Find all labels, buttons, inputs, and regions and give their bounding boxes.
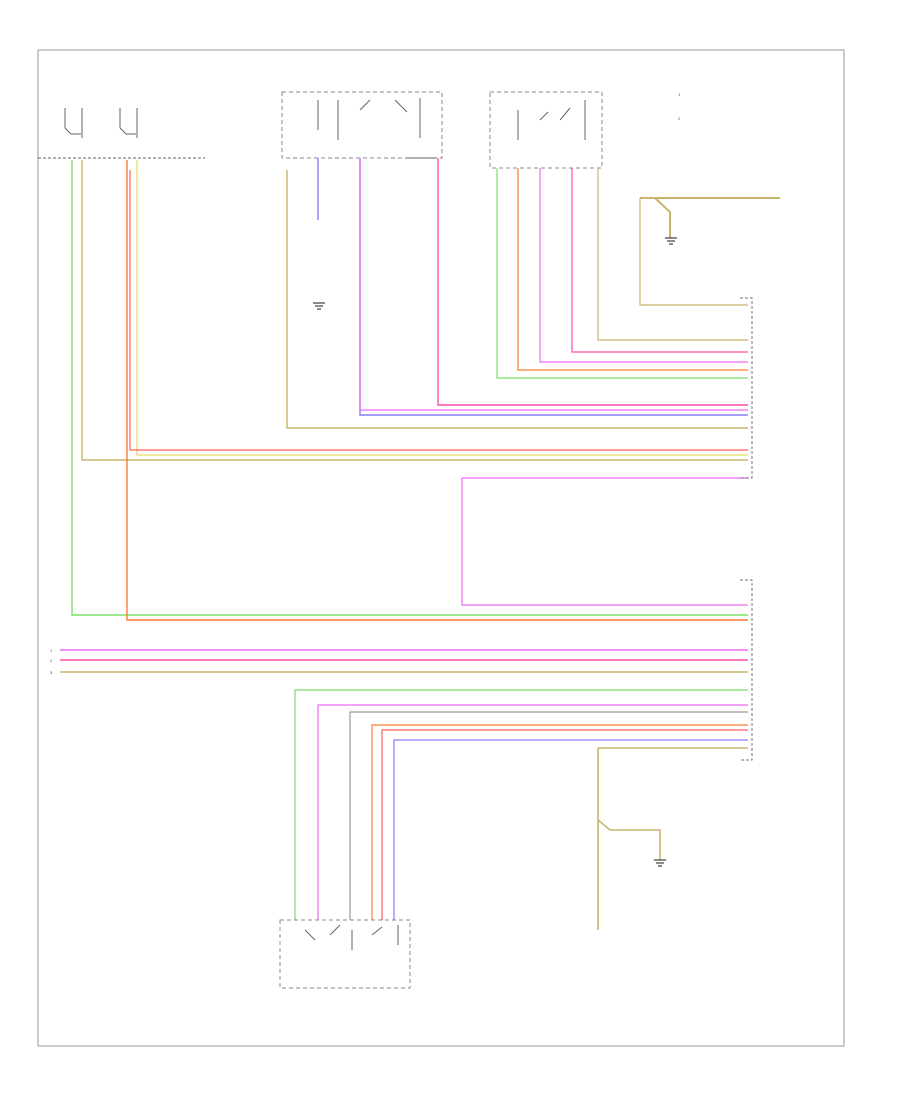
wire-rw-orange bbox=[371, 724, 748, 920]
ground-top-wire bbox=[640, 197, 780, 238]
rear-pass-switch-contacts bbox=[517, 100, 586, 140]
wire-rear-tan bbox=[597, 168, 748, 341]
wire-rw-magenta bbox=[317, 704, 748, 920]
rear-pass-switch bbox=[489, 91, 603, 169]
wire-rear-green bbox=[496, 168, 748, 379]
wire-pink-a bbox=[359, 158, 748, 411]
rear-pass-switch-box bbox=[489, 91, 603, 169]
fuse-group bbox=[38, 108, 205, 159]
wire-rw-green bbox=[294, 689, 748, 920]
ground-mid bbox=[313, 302, 325, 310]
legend: 1 2 bbox=[678, 93, 680, 121]
rear-window-switch-box bbox=[279, 919, 411, 989]
wire-rw-gray bbox=[349, 711, 748, 920]
ground-top-symbol bbox=[665, 237, 677, 245]
wire-pink-b bbox=[437, 158, 748, 406]
wire-tan-left bbox=[81, 160, 748, 461]
wire-green-left bbox=[71, 160, 748, 616]
wire-rear-ground bbox=[597, 747, 748, 930]
right-connector-upper bbox=[740, 297, 753, 479]
wire-top-tan bbox=[639, 198, 748, 306]
wire-rear-pink bbox=[539, 168, 748, 363]
rear-window-switch bbox=[279, 919, 411, 989]
wire-tan-mid bbox=[286, 170, 748, 429]
ground-top bbox=[640, 197, 780, 245]
wire-pink-mid bbox=[461, 478, 748, 606]
front-pass-switch-contacts bbox=[317, 98, 436, 159]
rear-window-switch-contacts bbox=[304, 924, 399, 950]
wire-rw-violet bbox=[393, 739, 748, 920]
right-connector-lower bbox=[740, 579, 753, 761]
wire-rear-orange bbox=[517, 168, 748, 371]
wire-red-left bbox=[129, 170, 748, 451]
right-connector-upper-bracket bbox=[740, 297, 753, 479]
edge-mark-3: 3 bbox=[50, 671, 52, 675]
front-pass-switch-box bbox=[281, 91, 443, 159]
legend-1: 1 bbox=[678, 93, 680, 97]
edge-mark-2: 2 bbox=[50, 659, 52, 663]
wire-rear-magenta bbox=[571, 168, 748, 353]
edge-mark-1: 1 bbox=[50, 649, 52, 653]
wire-violet bbox=[317, 158, 748, 416]
right-connector-lower-bracket bbox=[740, 579, 753, 761]
ground-rear-symbol bbox=[654, 859, 666, 867]
fuse-2-symbol bbox=[119, 108, 138, 138]
fuse-1-symbol bbox=[64, 108, 83, 138]
front-pass-switch bbox=[281, 91, 443, 159]
wire-yellow-left bbox=[136, 160, 748, 456]
diagram-frame bbox=[37, 49, 845, 1047]
wire-orange-left bbox=[126, 160, 748, 621]
ground-mid-symbol bbox=[313, 302, 325, 310]
wire-rw-red bbox=[381, 729, 748, 920]
legend-2: 2 bbox=[678, 117, 680, 121]
